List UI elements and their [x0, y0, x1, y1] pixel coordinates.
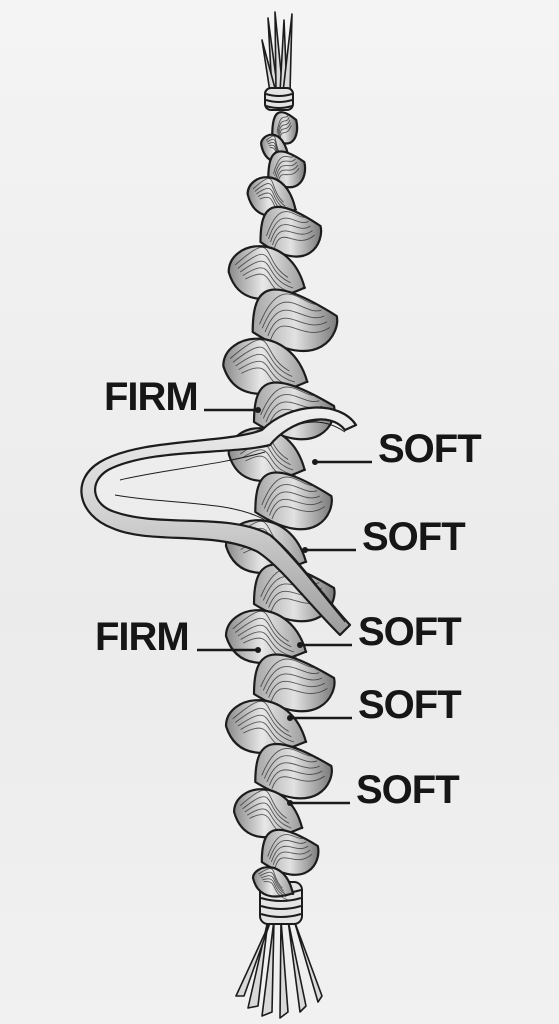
label-firm-1-text: FIRM [104, 375, 198, 419]
braid-lobe [254, 742, 333, 800]
label-soft-5: SOFT [287, 768, 460, 812]
braid-body [222, 111, 339, 901]
braid-lobe [260, 828, 320, 876]
label-soft-5-text: SOFT [356, 768, 459, 812]
label-firm-2-text: FIRM [95, 615, 189, 659]
label-soft-1-text: SOFT [378, 427, 481, 471]
top-tie-icon [264, 87, 294, 111]
braid-lobe [259, 205, 323, 258]
label-soft-2: SOFT [302, 515, 466, 559]
braid-lobe [252, 653, 336, 713]
braid-lobe [227, 245, 306, 301]
braid-lobe [246, 176, 297, 219]
annotations: FIRM SOFT SOFT FIRM SOFT [95, 375, 482, 812]
label-soft-3: SOFT [297, 610, 462, 654]
label-soft-3-text: SOFT [358, 610, 461, 654]
label-soft-4-text: SOFT [358, 683, 461, 727]
braid-lobe [251, 288, 339, 353]
label-soft-2-text: SOFT [362, 515, 465, 559]
label-firm-2: FIRM [95, 615, 261, 659]
braid-lobe [251, 866, 295, 901]
label-firm-1: FIRM [104, 375, 261, 419]
loose-strand-icon [80, 406, 358, 637]
bottom-tassel [235, 919, 323, 1019]
label-soft-4: SOFT [287, 683, 462, 727]
label-soft-1: SOFT [312, 427, 482, 471]
braid-lobe [267, 150, 307, 189]
top-tassel [261, 11, 293, 93]
braid-lobe [254, 471, 333, 531]
